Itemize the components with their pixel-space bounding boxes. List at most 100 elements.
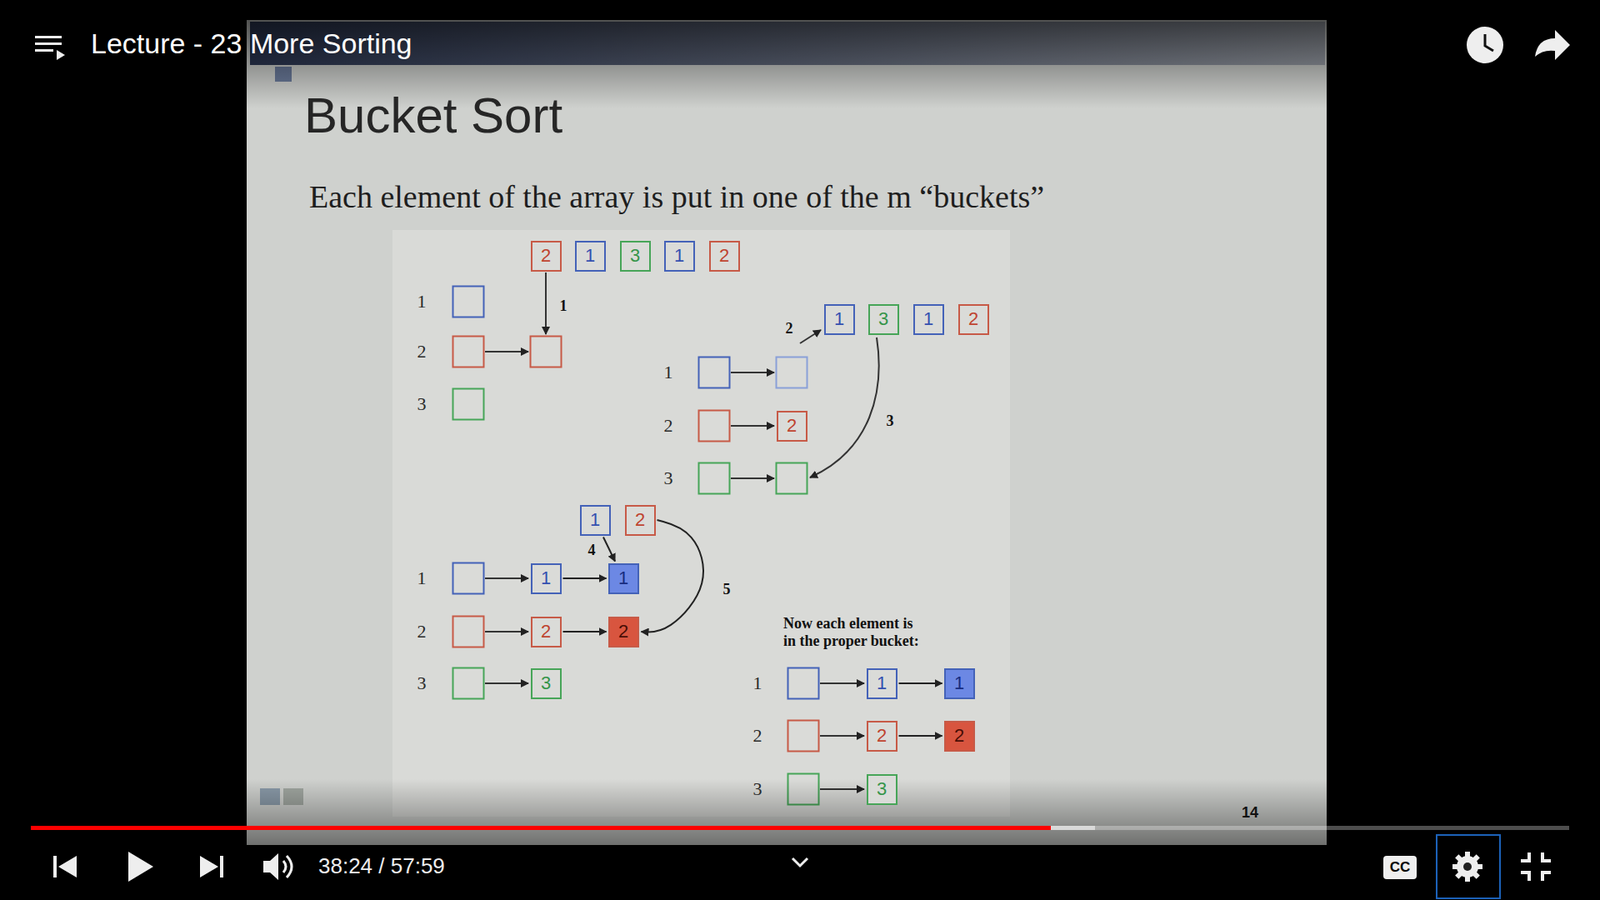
icon-part [35,42,62,45]
connector-arrow [603,537,615,562]
arrow [730,425,775,427]
cell-value: 2 [719,245,730,266]
volume-wave [283,860,286,873]
icon-part [35,35,62,39]
bucket-cell: 2 [866,720,898,752]
play-button [128,851,154,882]
connector-arrow [899,682,943,685]
bucket-head [699,357,730,389]
cell-value: 2 [954,725,965,746]
bucket-head [453,336,485,368]
empty-cell [776,357,808,389]
bucket-number: 3 [417,393,427,415]
cell-value: 2 [876,725,887,746]
arrow [485,682,529,685]
bucket-head [699,410,730,442]
bucket-number: 1 [417,290,427,312]
cell-value: 1 [923,309,934,330]
cell-value: 1 [674,245,685,266]
cc-button [1383,855,1417,880]
bucket-head [788,720,820,752]
share-icon [1535,30,1570,60]
bucket-head [453,389,485,420]
cell-value: 1 [834,309,845,330]
connector-arrow [641,520,704,632]
empty-cell [776,463,808,495]
bucket-head [453,286,485,318]
bucket-number: 3 [417,672,427,694]
cell-value: 1 [618,568,629,589]
previous-button [58,855,77,878]
bucket-cell: 2 [958,304,990,335]
arrow [545,272,547,335]
chevron [792,858,808,866]
bucket-cell: 1 [575,240,606,272]
cell-value: 2 [786,415,797,436]
bucket-head [453,668,485,700]
connector-arrow [563,630,607,633]
bucket-cell: 2 [530,616,562,648]
bucket-number: 2 [753,725,763,746]
cell-value: 2 [635,510,645,530]
progress-track [30,825,1570,830]
bucket-cell: 2 [625,505,656,536]
callout-number: 4 [588,541,596,560]
top-shade [0,0,1600,109]
cell-value: 2 [618,621,629,642]
bucket-cell: 1 [866,668,898,700]
next-button [220,855,224,878]
icon-part [35,49,54,52]
bucket-head [699,463,730,495]
layout-arrows [485,272,880,790]
icon-part [56,50,65,60]
bucket-cell: 1 [913,304,945,335]
callout-number: 1 [560,297,568,315]
bucket-cell: 1 [530,563,562,595]
connector-arrow [563,577,607,580]
video-title: Lecture - 23 More Sorting [90,27,413,60]
time-display: 38:24 / 57:59 [318,854,445,880]
cell-value: 2 [540,245,551,266]
bucket-cell: 1 [580,505,611,536]
figure-panel [392,230,1010,817]
filled-cell: 1 [944,668,975,700]
cell-value: 1 [876,673,887,694]
gear-tooth [1455,854,1480,880]
curved-arrow [810,337,880,478]
slide-subtitle: Each element of the array is put in one … [309,179,1293,216]
cell-value: 3 [878,309,889,330]
arrow [485,350,529,353]
filled-cell: 2 [608,616,640,648]
filled-cell: 2 [944,720,975,752]
bucket-number: 3 [753,778,763,800]
connector-arrow [899,735,943,737]
controls-lines [283,835,1551,899]
bucket-cell: 3 [620,240,651,272]
bucket-number: 2 [664,415,674,436]
bucket-cell: 1 [664,240,695,272]
note-text: Now each element is in the proper bucket… [783,615,924,650]
progress-buffer [1050,825,1095,830]
cell-value: 2 [540,621,551,642]
cell-value: 1 [585,245,595,266]
gear-tooth [1455,854,1480,880]
bucket-cell: 2 [776,410,808,442]
bucket-cell: 3 [530,668,562,700]
playlist-icon [35,35,65,60]
filled-cell: 1 [608,563,640,595]
bucket-number: 1 [753,672,763,694]
cell-value: 2 [968,309,979,330]
bucket-cell: 2 [530,240,562,272]
bucket-number: 2 [417,340,427,362]
callout-number: 2 [785,320,794,338]
slide-title: Bucket Sort [304,86,563,145]
arrow [800,330,821,344]
bucket-number: 1 [417,567,427,589]
volume-wave [286,855,292,878]
callout-number: 5 [723,580,731,599]
cell-value: 1 [540,568,551,589]
focus-ring [1436,835,1500,899]
cell-value: 3 [540,673,551,694]
